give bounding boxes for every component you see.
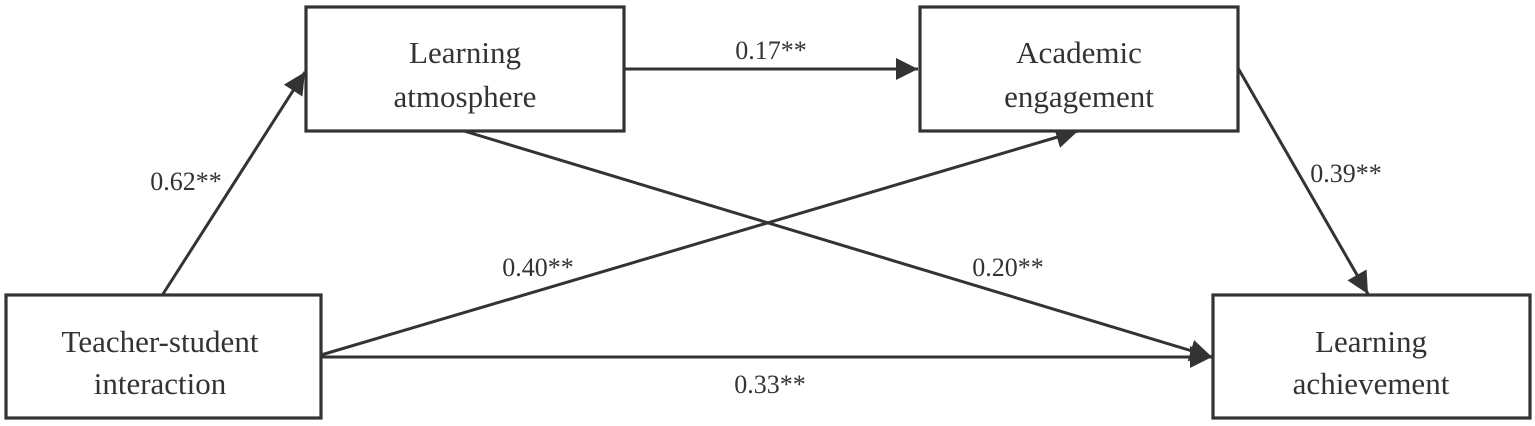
node-academic-engagement-line1: Academic [1016,35,1142,70]
node-academic-engagement-line2: engagement [1004,79,1154,114]
edge-interaction-to-engagement [320,126,1079,357]
edge-interaction-to-atmosphere [161,71,307,295]
node-learning-atmosphere-line1: Learning [409,35,521,70]
coef-interaction-to-engagement: 0.40** [502,253,574,282]
node-learning-achievement: Learning achievement [1211,293,1532,420]
node-academic-engagement: Academic engagement [918,5,1240,133]
node-learning-achievement-line1: Learning [1315,324,1427,359]
edge-engagement-to-achievement [1236,67,1370,295]
node-teacher-student-interaction: Teacher-student interaction [4,293,323,420]
coef-atmosphere-to-achievement: 0.20** [972,253,1044,282]
node-teacher-student-interaction-line2: interaction [94,366,227,401]
node-learning-achievement-line2: achievement [1293,366,1450,401]
coef-engagement-to-achievement: 0.39** [1310,159,1382,188]
edge-atmosphere-to-achievement [463,129,1213,362]
node-teacher-student-interaction-line1: Teacher-student [62,324,259,359]
coef-interaction-to-achievement: 0.33** [734,370,806,399]
node-learning-atmosphere-line2: atmosphere [394,79,537,114]
coef-interaction-to-atmosphere: 0.62** [150,167,222,196]
coef-atmosphere-to-engagement: 0.17** [735,36,807,65]
node-learning-atmosphere: Learning atmosphere [304,5,626,133]
